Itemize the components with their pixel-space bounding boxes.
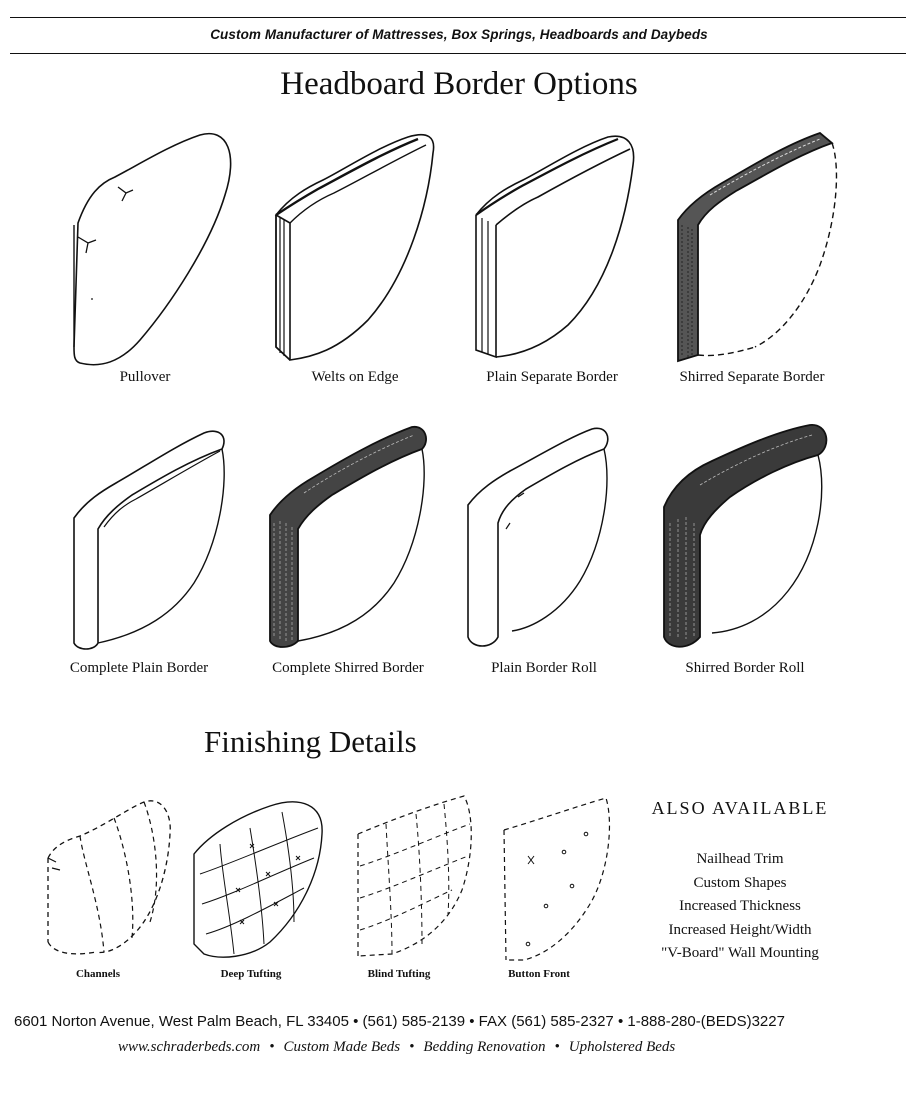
also-available-item: Increased Thickness (679, 898, 801, 914)
tagline: Custom Manufacturer of Mattresses, Box S… (210, 27, 708, 42)
channels-illustration (44, 794, 174, 964)
service-item: Custom Made Beds (283, 1039, 401, 1055)
separator: • (409, 1039, 415, 1055)
separator: • (554, 1039, 560, 1055)
welts-on-edge-illustration (268, 125, 448, 370)
also-available-title: ALSO AVAILABLE (651, 798, 829, 818)
shirred-border-roll-illustration (660, 423, 840, 653)
also-available-item: Increased Height/Width (668, 921, 812, 938)
finishing-section-title: Finishing Details (204, 724, 417, 759)
option-label-welts-on-edge: Welts on Edge (311, 369, 399, 385)
option-label-shirred-separate-border: Shirred Separate Border (679, 369, 825, 385)
pullover-illustration (60, 125, 240, 370)
also-available-list: Nailhead Trim Custom Shapes Increased Th… (640, 848, 840, 966)
option-label-plain-separate-border: Plain Separate Border (486, 369, 618, 385)
complete-shirred-border-illustration (264, 423, 434, 653)
blind-tufting-illustration (352, 794, 482, 964)
detail-label-deep-tufting: Deep Tufting (220, 968, 282, 980)
option-label-complete-shirred-border: Complete Shirred Border (272, 660, 424, 676)
website-link[interactable]: www.schraderbeds.com (118, 1039, 261, 1055)
deep-tufting-illustration (190, 794, 330, 964)
detail-label-button-front: Button Front (508, 968, 570, 980)
separator: • (269, 1039, 275, 1055)
option-label-plain-border-roll: Plain Border Roll (491, 660, 597, 676)
option-label-shirred-border-roll: Shirred Border Roll (685, 660, 805, 676)
footer-web-line: www.schraderbeds.com • Custom Made Beds • Be… (118, 1039, 675, 1056)
shirred-separate-border-illustration (670, 125, 850, 370)
detail-label-blind-tufting: Blind Tufting (367, 968, 431, 980)
plain-border-roll-illustration (462, 423, 632, 653)
also-available-item: "V-Board" Wall Mounting (661, 945, 819, 961)
header-bottom-rule (10, 53, 906, 54)
header-top-rule (10, 17, 906, 18)
plain-separate-border-illustration (468, 125, 648, 370)
option-label-pullover: Pullover (119, 369, 171, 385)
complete-plain-border-illustration (64, 423, 234, 653)
service-item: Bedding Renovation (423, 1039, 546, 1055)
also-available-item: Nailhead Trim (696, 851, 784, 867)
button-front-illustration (498, 794, 618, 964)
service-item: Upholstered Beds (568, 1039, 676, 1055)
option-label-complete-plain-border: Complete Plain Border (69, 660, 209, 676)
also-available-item: Custom Shapes (693, 874, 787, 891)
headboard-section-title: Headboard Border Options (280, 66, 638, 102)
detail-label-channels: Channels (75, 968, 121, 980)
footer-address: 6601 Norton Avenue, West Palm Beach, FL … (14, 1013, 785, 1030)
